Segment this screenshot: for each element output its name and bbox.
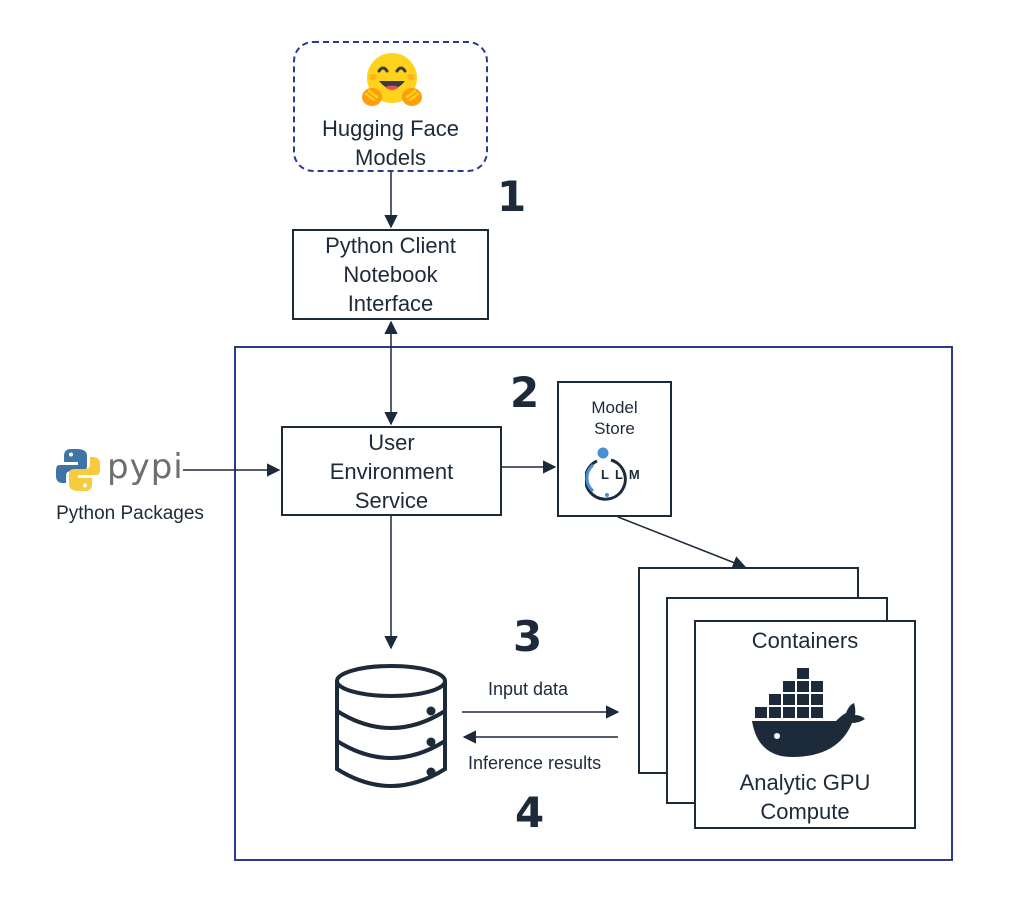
user-environment-service-box: User Environment Service <box>281 426 502 516</box>
model-store-label: Model Store <box>591 398 638 438</box>
step-2-number: 2 <box>510 368 540 417</box>
hugging-face-label: Hugging Face Models <box>322 116 459 170</box>
python-client-box: Python Client Notebook Interface <box>292 229 489 320</box>
step-1-number: 1 <box>497 172 527 221</box>
arrow-model-store-to-containers <box>617 516 747 569</box>
inference-results-label: Inference results <box>468 753 602 773</box>
input-data-label: Input data <box>488 679 569 699</box>
containers-box: Containers Analytic GPU Compute <box>694 620 916 829</box>
step-3-number: 3 <box>513 612 543 661</box>
pypi-logo-text: pypi <box>107 447 184 487</box>
step-4-number: 4 <box>515 788 545 837</box>
hugging-face-emoji-icon <box>359 49 425 115</box>
python-client-label: Python Client Notebook Interface <box>325 233 456 316</box>
database-icon <box>333 663 449 789</box>
model-store-box: Model Store LLM <box>557 381 672 517</box>
llm-icon: LLM <box>583 443 649 503</box>
docker-whale-icon <box>751 666 867 758</box>
hugging-face-models-box: Hugging Face Models <box>293 41 488 172</box>
python-logo-icon <box>55 447 101 493</box>
system-boundary <box>234 346 953 861</box>
user-environment-service-label: User Environment Service <box>329 429 454 513</box>
llm-icon-text: LLM <box>601 467 646 482</box>
python-packages-label: Python Packages <box>56 503 204 524</box>
containers-title: Containers <box>751 628 859 653</box>
analytic-gpu-compute-label: Analytic GPU Compute <box>739 770 871 824</box>
